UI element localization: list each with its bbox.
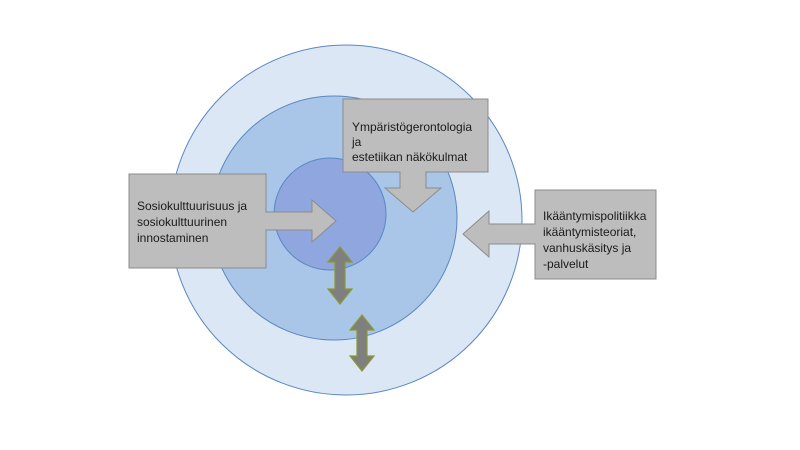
middle-to-outer-arrow bbox=[348, 314, 376, 372]
left-callout-line-3: innostaminen bbox=[137, 231, 208, 245]
right-callout-line-2: ikääntymisteoriat, bbox=[543, 225, 636, 239]
right-callout-line-3: vanhuskäsitys ja bbox=[543, 241, 631, 255]
inner-to-middle-arrow bbox=[326, 246, 354, 305]
right-callout-line-1: Ikääntymispolitiikka bbox=[543, 209, 647, 223]
left-callout-text: Sosiokulttuurisuus ja sosiokulttuurinen … bbox=[137, 199, 250, 245]
top-callout-shape bbox=[342, 98, 489, 213]
left-callout-shape bbox=[128, 173, 337, 269]
left-callout-line-2: sosiokulttuurinen bbox=[137, 215, 227, 229]
right-callout-line-4: -palvelut bbox=[543, 257, 589, 271]
top-callout-line-2: ja bbox=[351, 135, 362, 149]
right-callout-shape bbox=[462, 189, 657, 280]
right-callout-text: Ikääntymispolitiikka ikääntymisteoriat, … bbox=[543, 209, 650, 271]
top-callout: Ympäristögerontologia ja estetiikan näkö… bbox=[342, 98, 489, 213]
top-callout-text: Ympäristögerontologia ja estetiikan näkö… bbox=[351, 120, 475, 164]
top-callout-line-1: Ympäristögerontologia bbox=[352, 120, 472, 134]
top-callout-line-3: estetiikan näkökulmat bbox=[352, 150, 468, 164]
left-callout-line-1: Sosiokulttuurisuus ja bbox=[137, 199, 247, 213]
left-callout: Sosiokulttuurisuus ja sosiokulttuurinen … bbox=[128, 173, 337, 269]
right-callout: Ikääntymispolitiikka ikääntymisteoriat, … bbox=[462, 189, 657, 280]
